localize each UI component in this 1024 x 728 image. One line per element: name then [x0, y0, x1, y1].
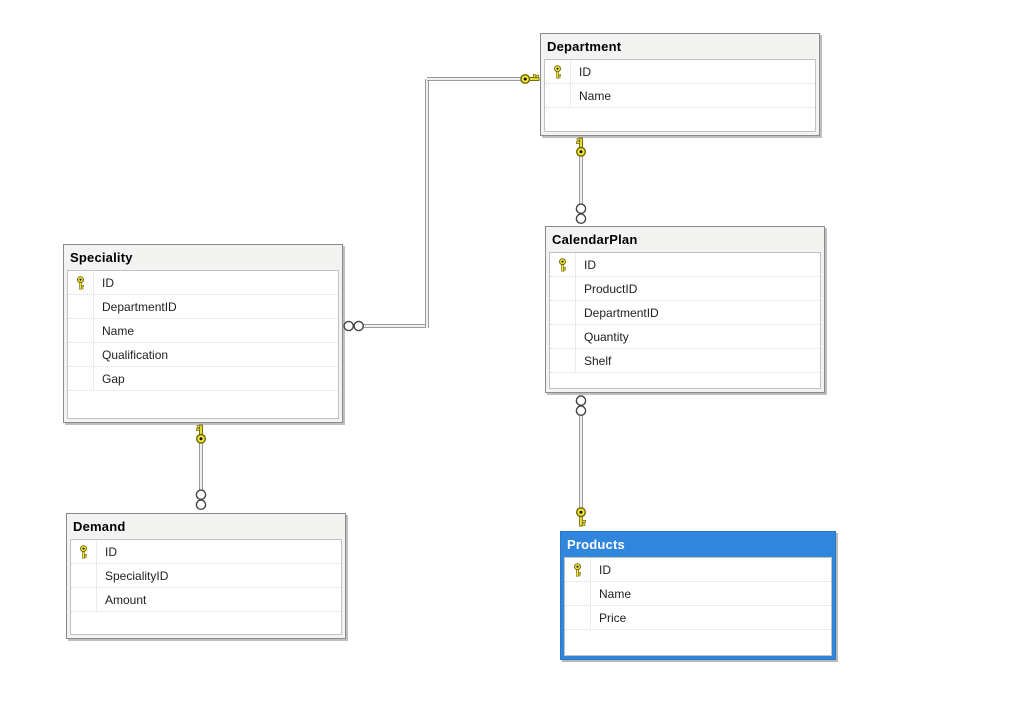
column-row-calendarplan-quantity[interactable]: Quantity: [550, 325, 820, 349]
empty-row-area: [550, 373, 820, 388]
column-name: Shelf: [584, 353, 612, 368]
empty-row-area: [565, 630, 831, 655]
column-icon-cell: [71, 588, 97, 611]
infinity-icon: [575, 394, 588, 418]
column-icon-cell: [565, 582, 591, 605]
key-icon: [520, 73, 540, 86]
table-title-speciality[interactable]: Speciality: [70, 250, 133, 265]
column-icon-cell: [68, 343, 94, 366]
primary-key-icon: [68, 271, 94, 294]
column-row-department-id[interactable]: ID: [545, 60, 815, 84]
column-name: ID: [105, 544, 117, 559]
column-icon-cell: [550, 277, 576, 300]
column-row-demand-specialityid[interactable]: SpecialityID: [71, 564, 341, 588]
column-icon-cell: [565, 606, 591, 629]
column-row-department-name[interactable]: Name: [545, 84, 815, 108]
column-name: Price: [599, 610, 627, 625]
column-icon-cell: [550, 325, 576, 348]
relationship-line-fk-speciality-department[interactable]: [427, 77, 539, 81]
empty-row-area: [545, 108, 815, 131]
relationship-line-fk-demand-speciality[interactable]: [199, 423, 203, 496]
table-title-calendarplan[interactable]: CalendarPlan: [552, 232, 638, 247]
primary-key-icon: [545, 60, 571, 83]
column-row-speciality-departmentid[interactable]: DepartmentID: [68, 295, 338, 319]
column-icon-cell: [68, 367, 94, 390]
relationship-line-fk-speciality-department[interactable]: [343, 324, 429, 328]
column-row-calendarplan-productid[interactable]: ProductID: [550, 277, 820, 301]
column-name: ProductID: [584, 281, 638, 296]
column-name: ID: [579, 64, 591, 79]
primary-key-icon: [71, 540, 97, 563]
table-columns-demand: ID SpecialityID Amount: [70, 539, 342, 635]
primary-key-icon: [565, 558, 591, 581]
column-row-speciality-id[interactable]: ID: [68, 271, 338, 295]
column-name: Gap: [102, 371, 125, 386]
primary-key-icon: [550, 253, 576, 276]
empty-row-area: [71, 612, 341, 634]
column-row-calendarplan-shelf[interactable]: Shelf: [550, 349, 820, 373]
column-name: DepartmentID: [102, 299, 177, 314]
column-name: SpecialityID: [105, 568, 169, 583]
column-icon-cell: [68, 295, 94, 318]
key-icon: [575, 137, 588, 157]
column-row-calendarplan-departmentid[interactable]: DepartmentID: [550, 301, 820, 325]
infinity-icon: [575, 202, 588, 226]
empty-row-area: [68, 391, 338, 418]
column-name: Name: [102, 323, 135, 338]
column-row-products-name[interactable]: Name: [565, 582, 831, 606]
column-row-speciality-qualification[interactable]: Qualification: [68, 343, 338, 367]
infinity-icon: [342, 320, 366, 333]
key-icon: [575, 507, 588, 527]
column-icon-cell: [545, 84, 571, 107]
column-row-demand-id[interactable]: ID: [71, 540, 341, 564]
column-icon-cell: [71, 564, 97, 587]
column-icon-cell: [550, 301, 576, 324]
column-name: Quantity: [584, 329, 629, 344]
column-name: ID: [584, 257, 596, 272]
table-title-demand[interactable]: Demand: [73, 519, 126, 534]
table-title-department[interactable]: Department: [547, 39, 622, 54]
column-name: ID: [102, 275, 114, 290]
column-row-speciality-name[interactable]: Name: [68, 319, 338, 343]
column-row-products-price[interactable]: Price: [565, 606, 831, 630]
column-name: Name: [579, 88, 612, 103]
relationship-line-fk-calendarplan-products[interactable]: [579, 393, 583, 513]
infinity-icon: [195, 488, 208, 512]
column-name: Name: [599, 586, 632, 601]
column-row-demand-amount[interactable]: Amount: [71, 588, 341, 612]
relationship-line-fk-speciality-department[interactable]: [425, 79, 429, 328]
column-icon-cell: [68, 319, 94, 342]
column-name: Amount: [105, 592, 147, 607]
key-icon: [195, 424, 208, 444]
relationship-line-fk-calendarplan-department[interactable]: [579, 136, 583, 210]
column-row-products-id[interactable]: ID: [565, 558, 831, 582]
column-name: Qualification: [102, 347, 169, 362]
column-name: ID: [599, 562, 611, 577]
column-row-speciality-gap[interactable]: Gap: [68, 367, 338, 391]
table-title-products[interactable]: Products: [567, 537, 625, 552]
table-columns-department: ID Name: [544, 59, 816, 132]
column-row-calendarplan-id[interactable]: ID: [550, 253, 820, 277]
column-icon-cell: [550, 349, 576, 372]
column-name: DepartmentID: [584, 305, 659, 320]
